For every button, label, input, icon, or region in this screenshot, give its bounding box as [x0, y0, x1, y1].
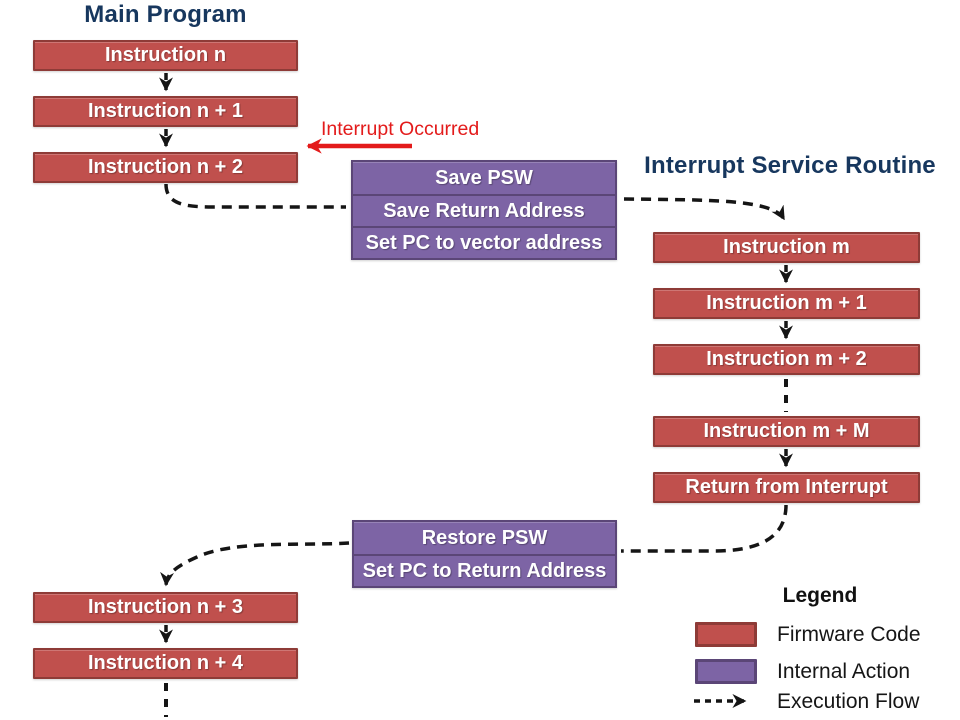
interrupt-occurred-label: Interrupt Occurred [321, 118, 480, 140]
legend-label-flow: Execution Flow [777, 690, 920, 713]
firmware-swatch [695, 622, 757, 647]
box-return-from-interrupt: Return from Interrupt [653, 472, 920, 503]
curve-save-psw-to-m [623, 197, 786, 221]
legend-label-internal: Internal Action [777, 660, 911, 683]
action-save-return-address: Save Return Address [353, 194, 615, 226]
box-instruction-n-plus-2: Instruction n + 2 [33, 152, 298, 183]
curve-restore-to-n3 [160, 541, 350, 587]
curve-return-to-restore [621, 504, 788, 553]
interrupt-exit-box: Restore PSW Set PC to Return Address [352, 520, 617, 588]
box-instruction-n-plus-1: Instruction n + 1 [33, 96, 298, 127]
action-restore-psw: Restore PSW [421, 526, 548, 549]
box-instruction-n: Instruction n [33, 40, 298, 71]
main-program-title: Main Program [84, 1, 247, 28]
internal-swatch [695, 659, 757, 684]
isr-title: Interrupt Service Routine [644, 152, 936, 179]
action-save-psw: Save PSW [435, 166, 533, 189]
box-instruction-m-plus-1: Instruction m + 1 [653, 288, 920, 319]
box-instruction-m: Instruction m [653, 232, 920, 263]
box-instruction-n-plus-3: Instruction n + 3 [33, 592, 298, 623]
interrupt-entry-box: Save PSW Save Return Address Set PC to v… [351, 160, 617, 260]
legend-label-firmware: Firmware Code [777, 623, 921, 646]
legend-title: Legend [782, 584, 858, 607]
box-instruction-n-plus-4: Instruction n + 4 [33, 648, 298, 679]
box-instruction-m-plus-2: Instruction m + 2 [653, 344, 920, 375]
box-instruction-m-plus-M: Instruction m + M [653, 416, 920, 447]
curve-n2-to-save-psw [164, 183, 346, 209]
action-set-pc-vector: Set PC to vector address [353, 226, 615, 258]
action-set-pc-return: Set PC to Return Address [354, 554, 615, 586]
